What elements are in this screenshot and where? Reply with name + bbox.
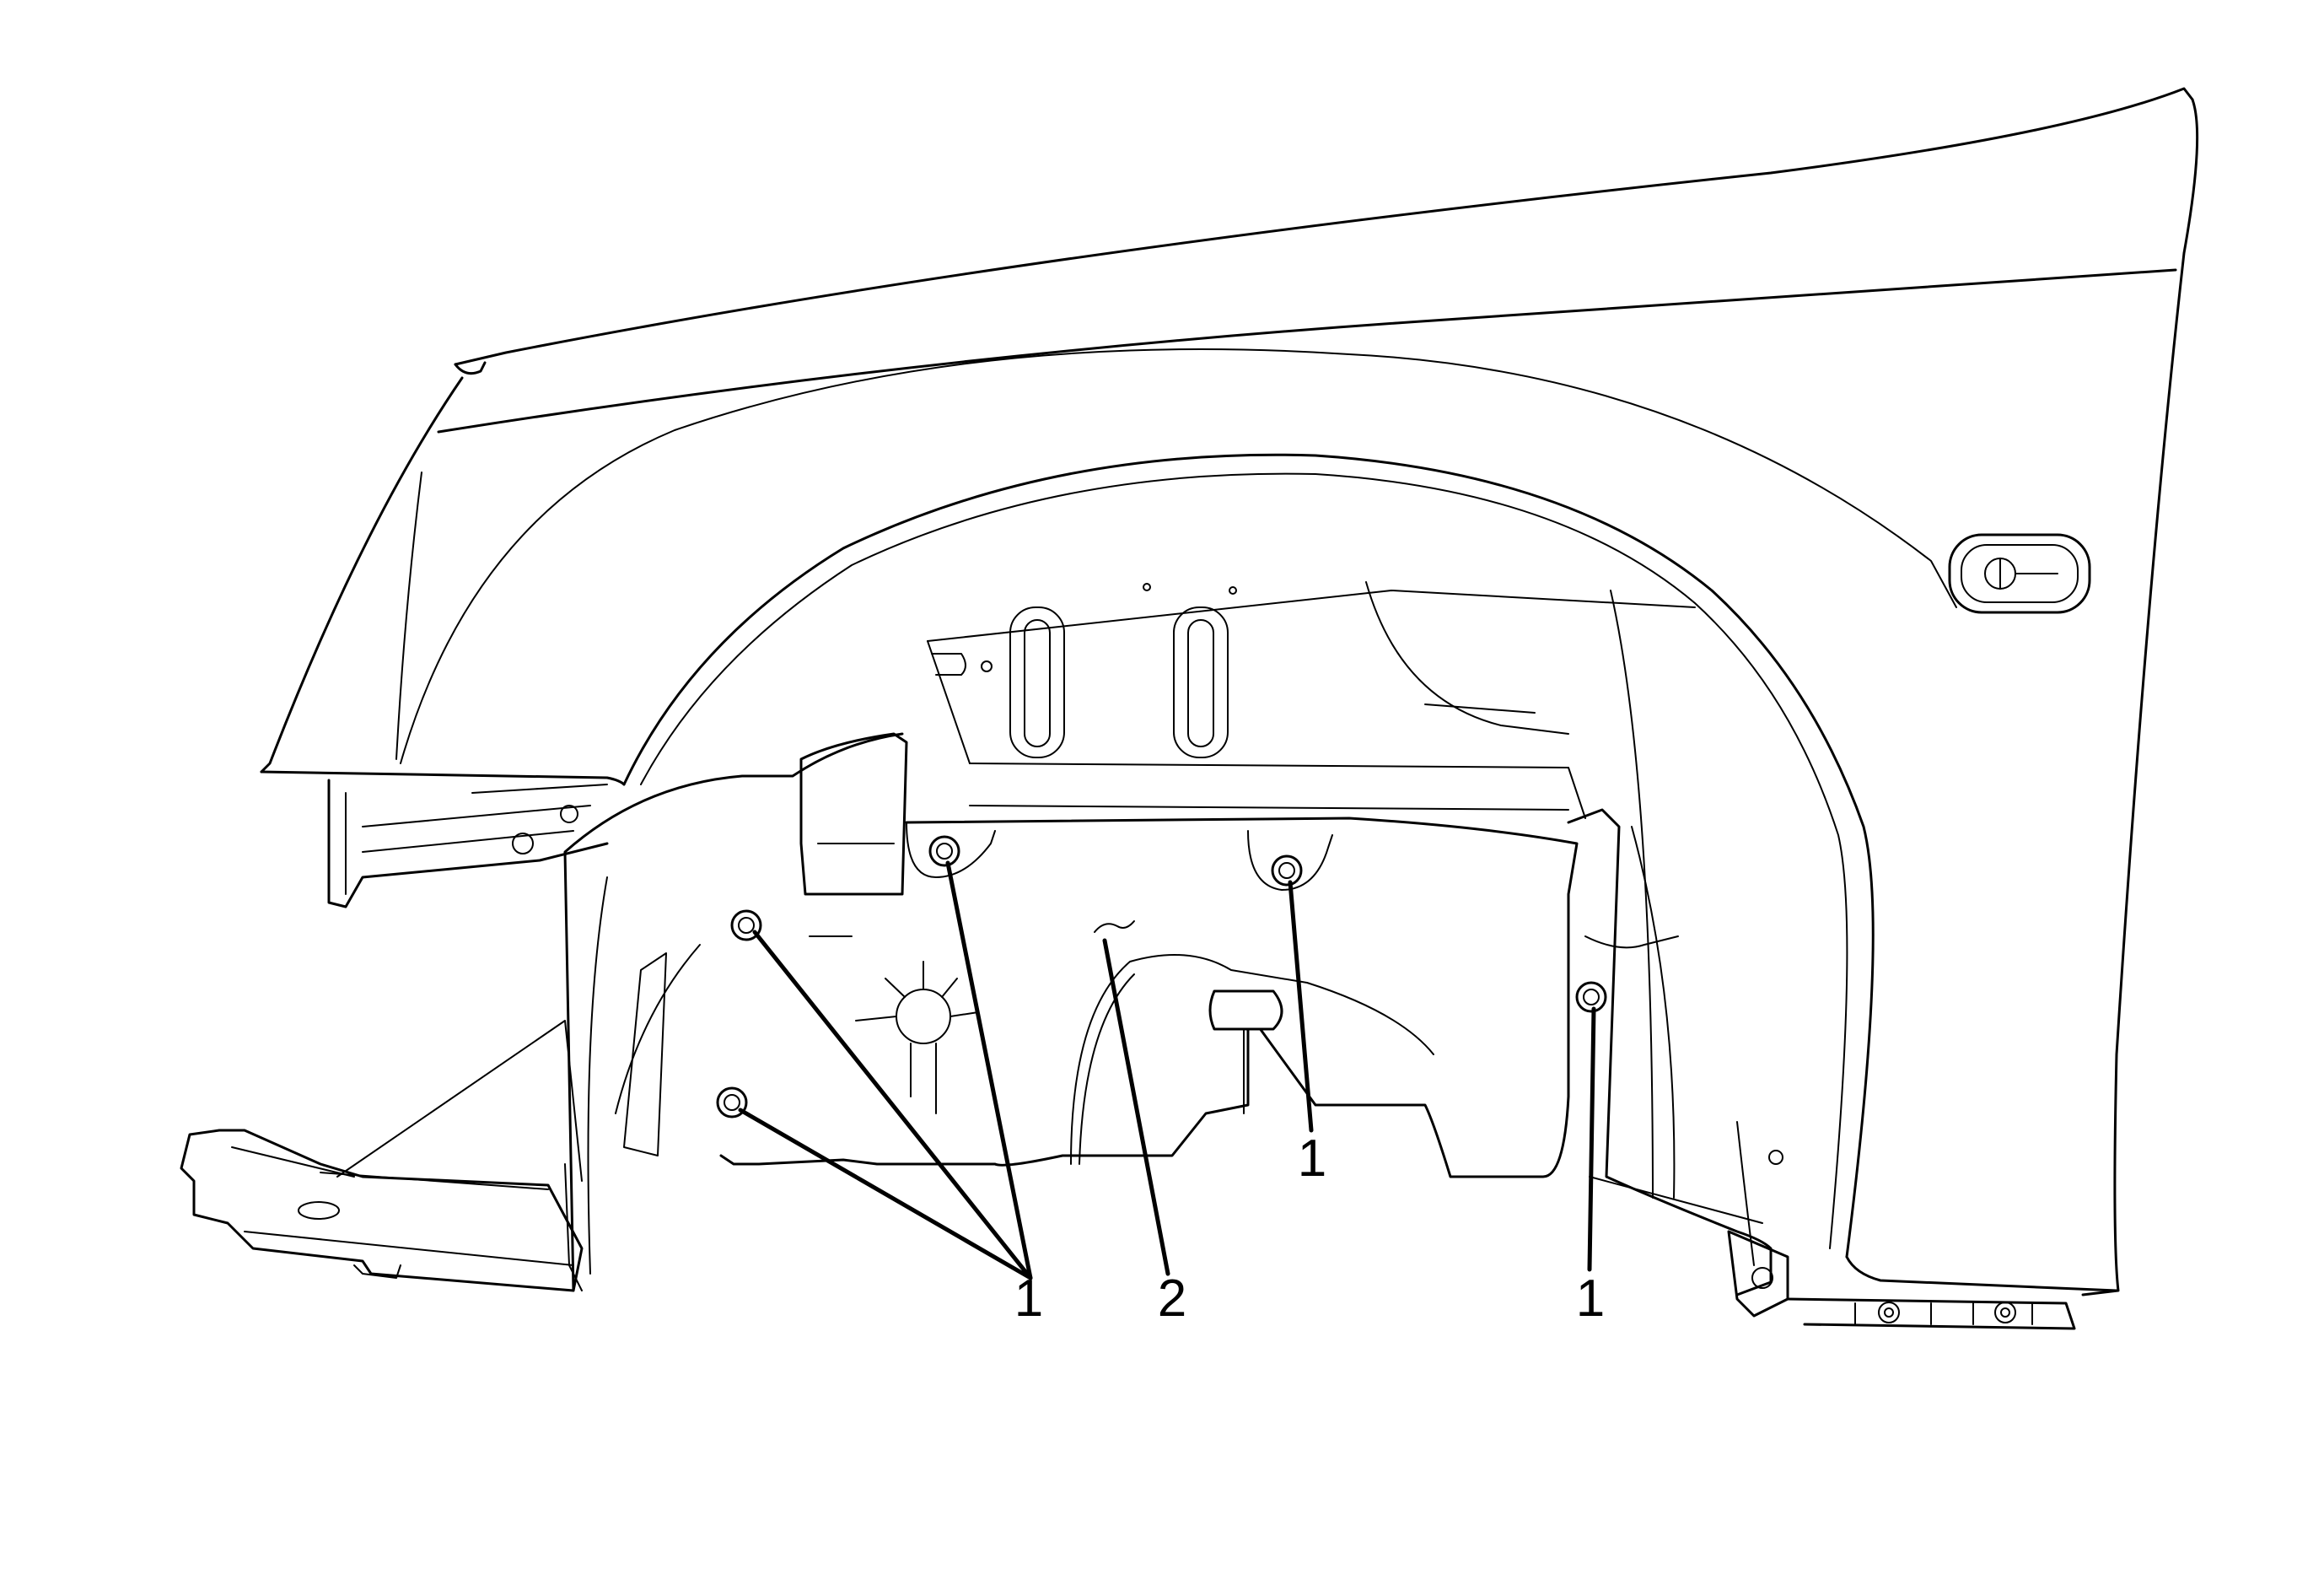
wheelhouse-structure — [927, 581, 1696, 819]
fastener-liner-top-left — [928, 835, 960, 867]
fastener-liner-top-center — [1271, 854, 1303, 887]
callout-label-2: 2 — [1158, 1269, 1186, 1328]
leader-line-1a-lower — [738, 1108, 1033, 1280]
leader-line-1b — [1288, 880, 1314, 1133]
callout-labels: 1 2 1 1 — [1014, 1129, 1605, 1328]
leader-line-1a-upper — [752, 930, 1033, 1280]
leader-line-1a-top — [945, 860, 1033, 1280]
callout-label-1c: 1 — [1576, 1269, 1605, 1328]
leader-lines — [738, 860, 1596, 1280]
side-marker-lamp — [1948, 533, 2091, 614]
leader-line-2 — [1102, 938, 1170, 1276]
fasteners — [716, 835, 1607, 1119]
part-2-marker — [1094, 920, 1135, 933]
callout-label-1a: 1 — [1014, 1269, 1043, 1328]
drain-starburst — [855, 961, 979, 1114]
fastener-liner-rear — [1575, 981, 1607, 1013]
wheelhouse-liner — [563, 732, 2076, 1330]
front-lower-bracket — [180, 779, 609, 1292]
leader-line-1c — [1587, 1006, 1596, 1272]
fender-panel — [260, 87, 2199, 1296]
callout-label-1b: 1 — [1298, 1129, 1326, 1188]
